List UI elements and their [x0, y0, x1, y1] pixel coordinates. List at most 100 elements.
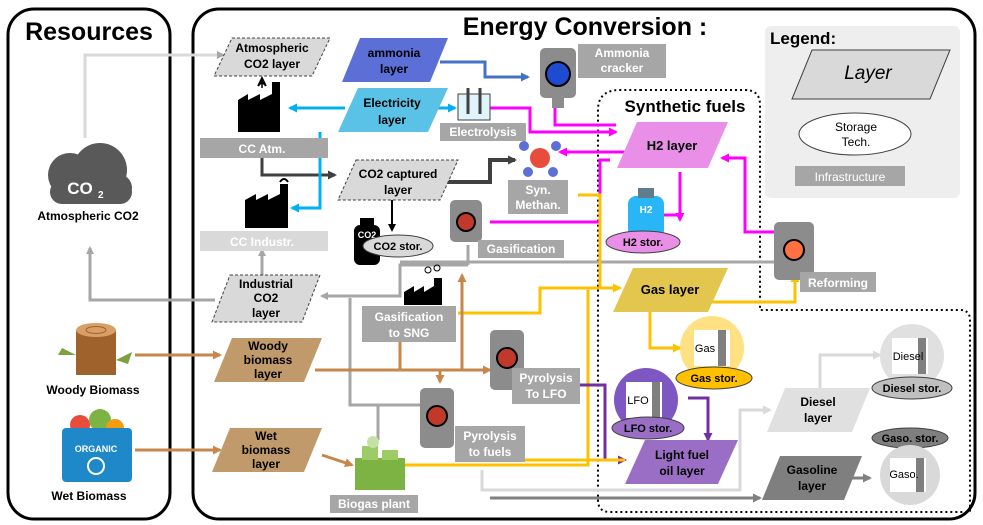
- legend-storage-shape: [798, 112, 912, 156]
- svg-text:Gasification: Gasification: [487, 242, 556, 256]
- svg-text:Electrolysis: Electrolysis: [449, 125, 517, 139]
- cc-atm-box[interactable]: CC Atm.: [200, 138, 328, 158]
- biogas-plant-box[interactable]: Biogas plant: [330, 495, 418, 513]
- svg-text:Pyrolysis: Pyrolysis: [519, 371, 573, 385]
- layer-light-fuel-oil[interactable]: Light fuel oil layer: [625, 440, 738, 484]
- flow-gasification-to-ind-co2: [320, 263, 468, 300]
- layer-gas[interactable]: Gas layer: [613, 268, 728, 312]
- flow-industrial-co2-to-atm: [86, 246, 215, 302]
- svg-text:Biogas plant: Biogas plant: [338, 497, 410, 511]
- gasification-sng-box[interactable]: Gasification to SNG: [362, 306, 456, 342]
- flow-gas-to-storage: [648, 312, 682, 353]
- flow-pyrolysis-to-diesel: [480, 405, 772, 492]
- legend-infrastructure-label: Infrastructure: [815, 170, 886, 184]
- svg-text:Light fuel: Light fuel: [655, 448, 709, 462]
- co2-cloud-subscript: 2: [98, 190, 104, 201]
- svg-text:Reforming: Reforming: [808, 276, 868, 290]
- svg-text:Gasification: Gasification: [375, 310, 444, 324]
- factory-icon-gasification-sng: [404, 264, 442, 305]
- lfo-storage[interactable]: LFO stor.: [611, 416, 685, 440]
- wet-biomass-label: Wet Biomass: [51, 489, 126, 503]
- svg-text:CC Industr.: CC Industr.: [230, 235, 294, 249]
- svg-text:biomass: biomass: [242, 443, 291, 457]
- svg-text:Syn.: Syn.: [525, 183, 550, 197]
- layer-woody-biomass[interactable]: Woody biomass layer: [214, 338, 322, 382]
- svg-text:biomass: biomass: [244, 353, 293, 367]
- svg-text:H2 layer: H2 layer: [647, 138, 698, 153]
- gas-storage[interactable]: Gas stor.: [675, 366, 753, 390]
- svg-text:layer: layer: [252, 457, 280, 471]
- electrolysis-icon: [457, 88, 491, 121]
- svg-text:CC Atm.: CC Atm.: [239, 142, 286, 156]
- reactor-icon-ammonia-cracker: [540, 48, 576, 108]
- legend-title: Legend:: [770, 29, 836, 48]
- legend-layer-shape: [791, 49, 951, 100]
- svg-text:Gas stor.: Gas stor.: [690, 373, 737, 385]
- svg-text:LFO stor.: LFO stor.: [624, 423, 672, 435]
- energy-conversion-title: Energy Conversion :: [463, 13, 708, 41]
- layer-gasoline[interactable]: Gasoline layer: [762, 456, 862, 500]
- energy-conversion-panel: [191, 7, 977, 521]
- svg-text:Gaso. stor.: Gaso. stor.: [882, 433, 939, 445]
- svg-text:layer: layer: [804, 411, 832, 425]
- electrolysis-box[interactable]: Electrolysis: [440, 123, 526, 141]
- gaso-storage[interactable]: Gaso. stor.: [871, 427, 949, 449]
- gasification-box[interactable]: Gasification: [478, 240, 564, 258]
- svg-text:layer: layer: [252, 306, 280, 320]
- reforming-box[interactable]: Reforming: [800, 272, 876, 292]
- svg-text:layer: layer: [798, 479, 826, 493]
- svg-text:Atmospheric: Atmospheric: [235, 41, 309, 55]
- layer-atm-co2[interactable]: Atmospheric CO2 layer: [213, 37, 331, 77]
- svg-text:cracker: cracker: [601, 61, 644, 75]
- svg-text:Woody: Woody: [248, 339, 288, 353]
- h2-tank-icon: [628, 188, 664, 238]
- svg-text:Diesel: Diesel: [800, 395, 835, 409]
- svg-text:layer: layer: [378, 113, 406, 127]
- flow-cc-atm-to-co2-captured: [260, 150, 337, 180]
- flow-wet-to-biogas: [321, 453, 354, 468]
- svg-text:ammonia: ammonia: [368, 46, 421, 60]
- svg-text:CO2 stor.: CO2 stor.: [374, 241, 423, 253]
- svg-text:Electricity: Electricity: [363, 96, 421, 110]
- co2-storage[interactable]: CO2 stor.: [362, 234, 434, 258]
- diesel-storage[interactable]: Diesel stor.: [871, 376, 953, 400]
- svg-text:CO2 layer: CO2 layer: [244, 57, 300, 71]
- organic-label: ORGANIC: [75, 444, 118, 454]
- pyrolysis-fuels-box[interactable]: Pyrolysis to fuels: [455, 426, 525, 462]
- flow-diesel-storage: [818, 350, 882, 388]
- diesel-tank-icon: [880, 324, 944, 388]
- layer-industrial-co2[interactable]: Industrial CO2 layer: [211, 274, 321, 323]
- flow-biogas-to-gas: [405, 290, 590, 467]
- flow-cracker-to-h2: [553, 108, 616, 127]
- svg-text:layer: layer: [254, 367, 282, 381]
- svg-text:Gas layer: Gas layer: [641, 282, 700, 297]
- flow-lfo-storage-link: [688, 396, 713, 442]
- syn-methan-box[interactable]: Syn. Methan.: [508, 180, 568, 214]
- organic-bin-icon: [62, 409, 132, 482]
- h2-storage[interactable]: H2 stor.: [605, 230, 681, 254]
- layer-diesel[interactable]: Diesel layer: [767, 388, 870, 432]
- flow-gas-to-reforming: [710, 273, 800, 304]
- svg-text:layer: layer: [384, 183, 412, 197]
- synthetic-fuels-title: Synthetic fuels: [625, 97, 746, 116]
- biogas-plant-icon: [355, 436, 405, 490]
- layer-electricity[interactable]: Electricity layer: [338, 88, 448, 132]
- reactor-icon-gasification: [450, 200, 482, 242]
- synthetic-fuels-boundary: [597, 89, 971, 513]
- layer-co2-captured[interactable]: CO2 captured layer: [337, 159, 459, 201]
- reactor-icon-pyrolysis-fuels: [420, 388, 454, 448]
- molecule-icon-syn-methan: [519, 141, 561, 177]
- layer-ammonia[interactable]: ammonia layer: [342, 38, 448, 82]
- pyrolysis-lfo-box[interactable]: Pyrolysis To LFO: [512, 368, 580, 404]
- ammonia-cracker-box[interactable]: Ammonia cracker: [578, 44, 666, 78]
- atmospheric-co2-label: Atmospheric CO2: [37, 209, 139, 223]
- layer-wet-biomass[interactable]: Wet biomass layer: [212, 428, 322, 472]
- layer-h2[interactable]: H2 layer: [617, 122, 728, 168]
- flow-pyrolysis-co2: [348, 298, 430, 407]
- legend-storage-line2: Tech.: [842, 135, 871, 149]
- factory-icon-cc-industr: [245, 178, 289, 228]
- flow-gasif-sng-to-gas: [458, 283, 622, 315]
- cc-industr-box[interactable]: CC Industr.: [200, 231, 328, 251]
- co2-cylinder-label: CO2: [358, 230, 377, 240]
